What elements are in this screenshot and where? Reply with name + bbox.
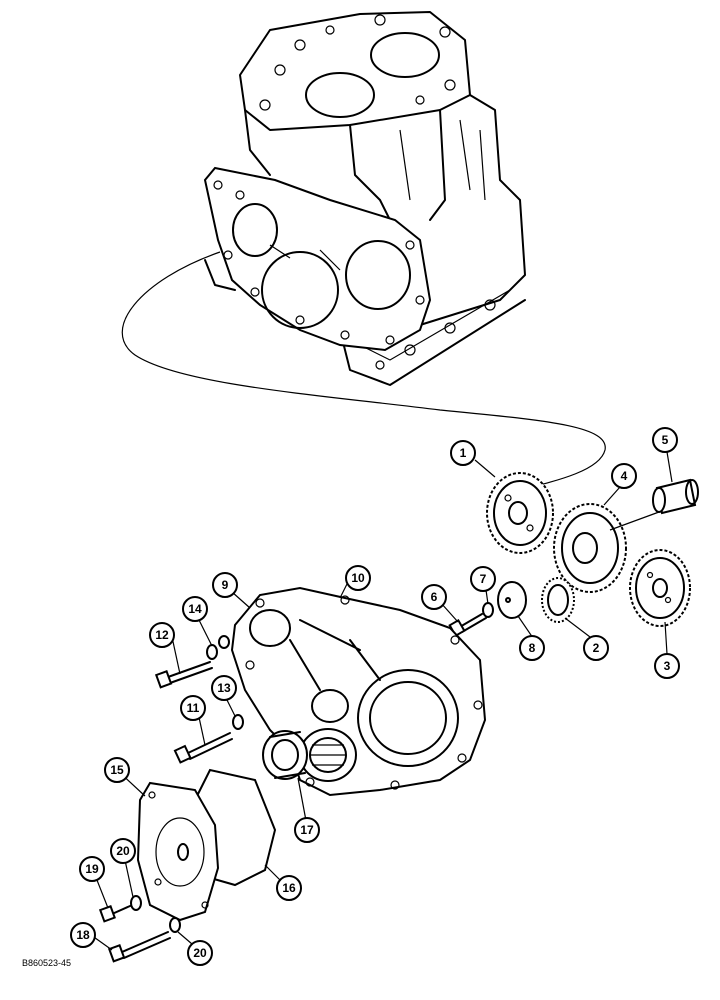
callout-19: 19: [79, 856, 105, 882]
washer-7: [482, 602, 494, 618]
callout-16: 16: [276, 875, 302, 901]
callout-11: 11: [180, 695, 206, 721]
callout-4: 4: [611, 463, 637, 489]
engine-block-illustration: [203, 11, 526, 386]
callout-5: 5: [652, 427, 678, 453]
bolt-12: [154, 661, 213, 689]
svg-text:19: 19: [85, 862, 99, 876]
svg-text:20: 20: [116, 844, 130, 858]
oil-seal-17: [262, 730, 308, 780]
callout-8: 8: [519, 635, 545, 661]
svg-text:4: 4: [621, 469, 628, 483]
gear-1: [486, 472, 554, 554]
callout-2: 2: [583, 635, 609, 661]
svg-text:20: 20: [193, 946, 207, 960]
bushing-5: [609, 478, 699, 531]
callout-3: 3: [654, 653, 680, 679]
svg-text:16: 16: [282, 881, 296, 895]
callout-12: 12: [149, 622, 175, 648]
bolt-6: [448, 613, 487, 638]
svg-text:7: 7: [480, 572, 487, 586]
svg-text:6: 6: [431, 590, 438, 604]
callout-10: 10: [345, 565, 371, 591]
svg-text:1: 1: [460, 446, 467, 460]
washer-13: [232, 714, 244, 730]
washer-20-lower: [169, 917, 181, 933]
svg-text:10: 10: [351, 571, 365, 585]
assembly-leader-curve: [121, 251, 606, 491]
gear-2: [541, 577, 575, 623]
callout-6: 6: [421, 584, 447, 610]
svg-text:17: 17: [300, 823, 314, 837]
callout-18: 18: [70, 922, 96, 948]
callout-13: 13: [211, 675, 237, 701]
cover-plate-15: [136, 781, 220, 922]
bolt-11: [173, 732, 233, 764]
callout-14: 14: [182, 596, 208, 622]
washer-14: [206, 635, 230, 660]
svg-text:15: 15: [110, 763, 124, 777]
callout-7: 7: [470, 566, 496, 592]
callout-20-upper: 20: [110, 838, 136, 864]
washer-20-upper: [130, 895, 142, 911]
figure-id: B860523-45: [22, 958, 72, 968]
callout-9: 9: [212, 572, 238, 598]
callout-17: 17: [294, 817, 320, 843]
gear-4: [553, 503, 627, 593]
callout-20-lower: 20: [187, 940, 213, 966]
svg-text:11: 11: [187, 701, 200, 715]
bolt-18: [107, 931, 171, 963]
gear-3: [629, 549, 691, 627]
svg-text:2: 2: [593, 641, 600, 655]
svg-text:14: 14: [188, 602, 202, 616]
thrust-plate-8: [497, 581, 527, 619]
svg-text:12: 12: [155, 628, 169, 642]
callout-1: 1: [450, 440, 476, 466]
svg-text:13: 13: [217, 681, 231, 695]
callout-15: 15: [104, 757, 130, 783]
svg-text:18: 18: [76, 928, 90, 942]
bolt-19: [98, 905, 131, 923]
svg-text:5: 5: [662, 433, 669, 447]
svg-text:3: 3: [664, 659, 671, 673]
svg-text:8: 8: [529, 641, 536, 655]
svg-text:9: 9: [222, 578, 229, 592]
